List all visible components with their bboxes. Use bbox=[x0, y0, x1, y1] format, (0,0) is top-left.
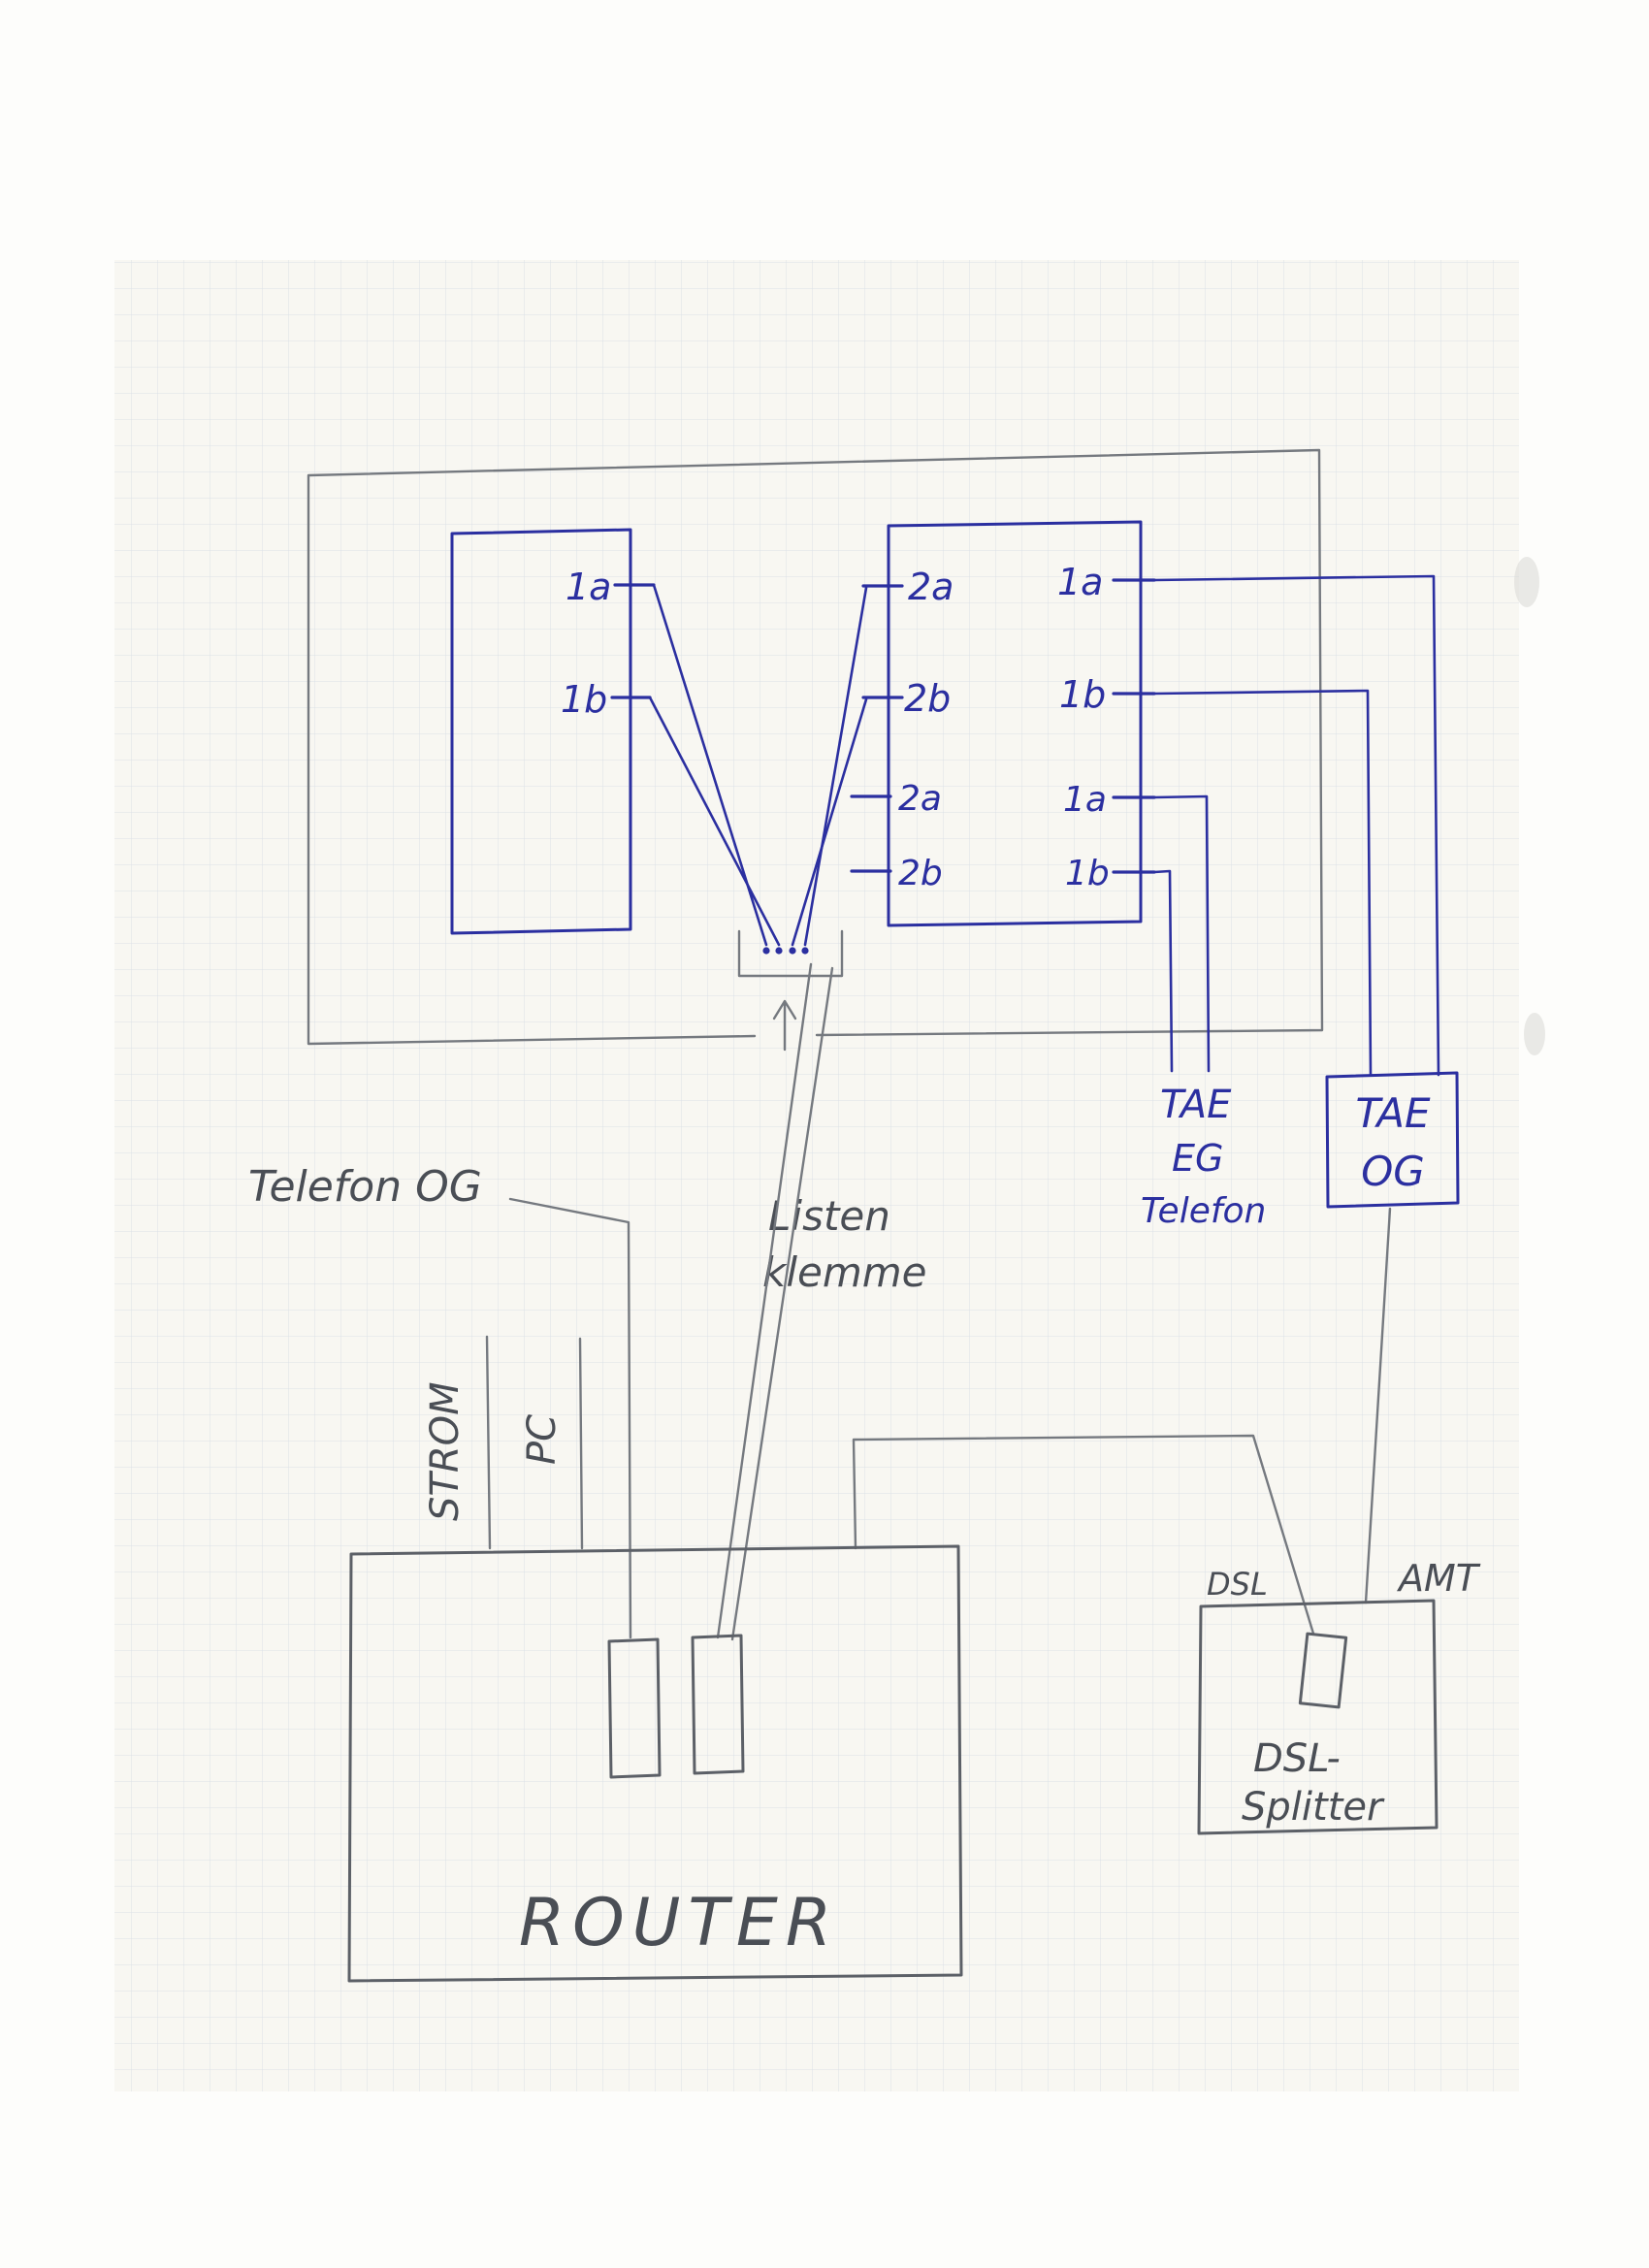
tae-og-box bbox=[1325, 1071, 1460, 1209]
router-port-2 bbox=[691, 1634, 745, 1775]
cable-router-to-dsl bbox=[852, 1434, 1315, 1636]
cable-taeog-to-amt bbox=[1364, 1207, 1392, 1604]
junction-box-outline bbox=[307, 448, 1324, 1046]
terminal-block-middle bbox=[887, 520, 1143, 927]
listenklemme-leader-2 bbox=[730, 966, 834, 1641]
strip-dot bbox=[775, 947, 783, 955]
splitter-group: DSL AMT DSL- Splitter bbox=[1197, 1557, 1481, 1835]
dsl-splitter-label: DSL- bbox=[1253, 1736, 1341, 1781]
tae-eg-label: EG bbox=[1172, 1137, 1223, 1180]
dsl-splitter-port bbox=[1298, 1632, 1348, 1709]
scan-artifact bbox=[1514, 557, 1539, 607]
dsl-splitter-box bbox=[1197, 1599, 1439, 1835]
router-group: STROM PC ROUTER bbox=[347, 1335, 963, 1983]
router-label: ROUTER bbox=[519, 1885, 839, 1961]
strip-dot bbox=[801, 947, 809, 955]
tae-eg-label: Telefon bbox=[1141, 1191, 1266, 1231]
tae-wiring-group: TAE EG Telefon TAE OG bbox=[1141, 574, 1460, 1231]
tae-og-label: OG bbox=[1361, 1148, 1425, 1195]
terminal-label: 2a bbox=[908, 566, 954, 608]
strip-bracket bbox=[737, 929, 844, 978]
wire-1a-to-tae-eg bbox=[1152, 794, 1211, 1073]
graph-paper-grid bbox=[114, 260, 1519, 2091]
strip-dot bbox=[762, 947, 770, 955]
strip-dot bbox=[789, 947, 796, 955]
dsl-splitter-label: Splitter bbox=[1242, 1785, 1385, 1830]
terminal-label: 1a bbox=[1063, 780, 1107, 820]
terminal-label: 1b bbox=[1065, 854, 1110, 893]
scan-artifact bbox=[1524, 1013, 1545, 1055]
tae-og-label: TAE bbox=[1355, 1089, 1431, 1137]
terminal-label: 1b bbox=[561, 678, 607, 721]
wire-1a-to-tae-og bbox=[1152, 574, 1440, 1077]
listenklemme-label: Listen bbox=[768, 1192, 890, 1240]
strom-cable bbox=[485, 1335, 492, 1550]
terminal-label: 2a bbox=[898, 779, 942, 819]
tae-eg-label: TAE bbox=[1160, 1083, 1232, 1127]
terminal-label: 1b bbox=[1059, 673, 1106, 716]
wire-1b-to-tae-og bbox=[1152, 689, 1373, 1077]
telefon-og-leader bbox=[508, 1197, 632, 1639]
wire-2a-to-strip bbox=[803, 586, 868, 947]
amt-port-label: AMT bbox=[1396, 1557, 1481, 1600]
pc-label: PC bbox=[520, 1414, 565, 1465]
junction-box-group: 1a 1b 2a 2b 2a 2b 1a 1b 1a 1b bbox=[307, 448, 1324, 1052]
wire-1b-to-strip bbox=[648, 696, 781, 947]
router-port-1 bbox=[607, 1637, 662, 1779]
terminal-block-left bbox=[450, 528, 632, 935]
pc-cable bbox=[578, 1337, 584, 1550]
wire-2b-to-strip bbox=[791, 697, 868, 947]
strom-label: STROM bbox=[423, 1381, 468, 1521]
dsl-port-label: DSL bbox=[1207, 1566, 1268, 1603]
wire-1b-to-tae-eg bbox=[1152, 869, 1174, 1073]
arrow-up-icon bbox=[772, 999, 797, 1052]
telefon-og-label: Telefon OG bbox=[248, 1162, 482, 1212]
terminal-label: 2b bbox=[904, 677, 951, 720]
terminal-label: 1a bbox=[566, 566, 611, 608]
terminal-label: 1a bbox=[1057, 561, 1103, 603]
router-box bbox=[347, 1544, 963, 1983]
terminal-label: 2b bbox=[898, 854, 943, 893]
listenklemme-leader-1 bbox=[716, 962, 813, 1639]
annotation-group: Telefon OG Listen klemme bbox=[248, 962, 1392, 1641]
